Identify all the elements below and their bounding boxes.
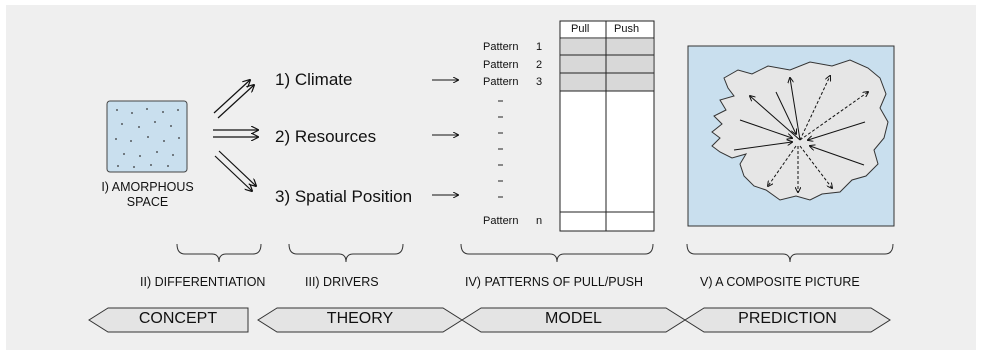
caption-drivers: III) DRIVERS: [305, 275, 379, 289]
stage-theory: THEORY: [326, 310, 394, 327]
island-shape: [711, 59, 889, 201]
pattern-row-label: Pattern: [483, 215, 519, 227]
driver-arrows: [432, 80, 458, 195]
stage-shapes: [88, 307, 891, 333]
pattern-row-label: Pattern: [483, 76, 519, 88]
model-table: [559, 20, 655, 232]
caption-differentiation: II) DIFFERENTIATION: [140, 275, 266, 289]
pattern-row-number: 2: [536, 59, 543, 71]
caption-composite: V) A COMPOSITE PICTURE: [700, 275, 860, 289]
pattern-row-label: Pattern: [483, 59, 519, 71]
driver-spatial-position: 3) Spatial Position: [275, 187, 413, 206]
stage-prediction: PREDICTION: [738, 310, 837, 327]
stage-model: MODEL: [545, 310, 602, 327]
column-header-pull: Pull: [571, 23, 590, 35]
stage-concept: CONCEPT: [138, 310, 218, 327]
driver-climate: 1) Climate: [275, 70, 353, 89]
amorphous-label-line1: I) AMORPHOUS: [101, 180, 194, 194]
pattern-row-number: 1: [536, 41, 543, 53]
caption-patterns: IV) PATTERNS OF PULL/PUSH: [465, 275, 644, 289]
driver-resources: 2) Resources: [275, 127, 377, 146]
amorphous-space-label: I) AMORPHOUS SPACE: [80, 180, 215, 210]
pattern-row-number: n: [536, 215, 543, 227]
composite-map: [687, 45, 895, 227]
pattern-ellipsis: [498, 100, 503, 198]
brackets: [176, 243, 894, 263]
pattern-row-number: 3: [536, 76, 543, 88]
column-header-push: Push: [614, 23, 640, 35]
amorphous-label-line2: SPACE: [126, 195, 169, 209]
pattern-row-label: Pattern: [483, 41, 519, 53]
amorphous-space-square: [106, 100, 188, 173]
differentiation-arrows: [213, 80, 258, 191]
